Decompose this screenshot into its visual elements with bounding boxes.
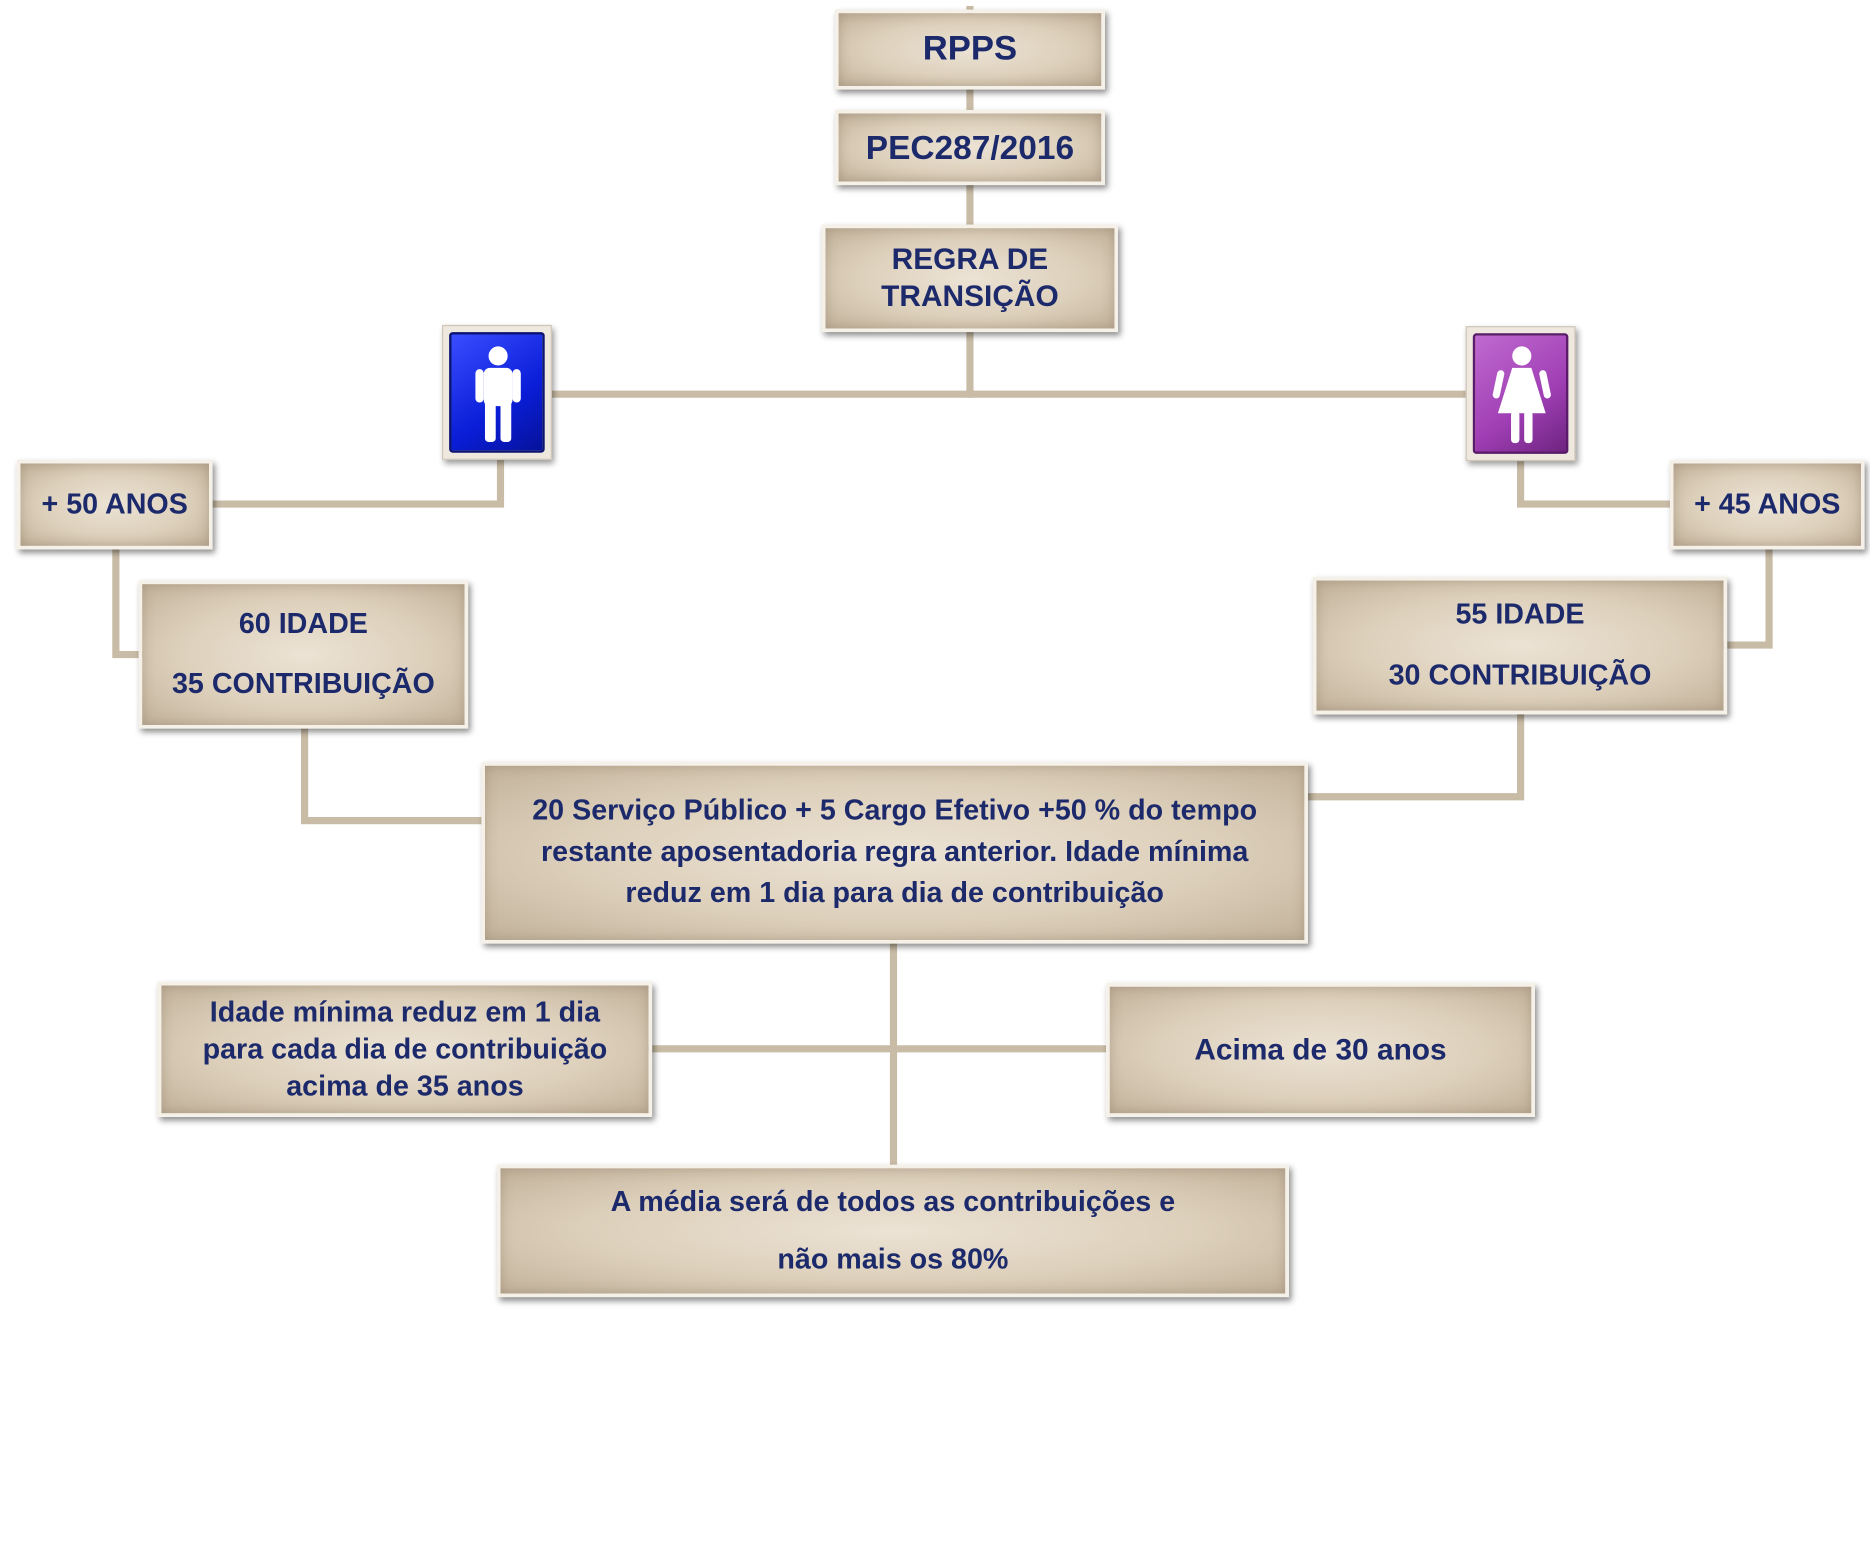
man-age-label: + 50 ANOS <box>41 487 188 521</box>
connector-woman-central <box>1302 710 1525 801</box>
female-icon-card <box>1465 326 1576 462</box>
pec-label: PEC287/2016 <box>865 128 1075 166</box>
regra-box: REGRA DE TRANSIÇÃO <box>821 224 1119 333</box>
female-figure-glyph <box>1492 346 1551 444</box>
male-figure-icon <box>449 332 545 453</box>
pec-box: PEC287/2016 <box>834 109 1105 186</box>
woman-req-age: 55 IDADE <box>1455 598 1585 631</box>
average-line-2: não mais os 80% <box>777 1242 1009 1276</box>
central-rule-line-2: restante aposentadoria regra anterior. I… <box>540 835 1249 868</box>
connector-woman-age <box>1517 456 1676 508</box>
woman-age-label: + 45 ANOS <box>1694 487 1841 521</box>
regra-line-2: TRANSIÇÃO <box>881 279 1059 313</box>
male-figure-glyph <box>475 346 521 442</box>
rpps-label: RPPS <box>922 29 1018 69</box>
average-line-1: A média será de todos as contribuições e <box>610 1185 1176 1218</box>
connector-man-age <box>209 456 505 508</box>
right-note-box: Acima de 30 anos <box>1106 983 1535 1117</box>
left-note-line-1: Idade mínima reduz em 1 dia <box>209 995 601 1029</box>
central-rule-line-1: 20 Serviço Público + 5 Cargo Efetivo +50… <box>532 794 1258 827</box>
man-req-contribution: 35 CONTRIBUIÇÃO <box>171 667 435 700</box>
man-requirements-box: 60 IDADE 35 CONTRIBUIÇÃO <box>138 580 469 729</box>
rpps-box: RPPS <box>834 9 1105 90</box>
female-figure-icon <box>1472 333 1569 454</box>
male-icon-card <box>441 324 552 460</box>
central-rule-box: 20 Serviço Público + 5 Cargo Efetivo +50… <box>481 762 1308 944</box>
woman-requirements-box: 55 IDADE 30 CONTRIBUIÇÃO <box>1312 576 1728 715</box>
regra-line-1: REGRA DE <box>891 242 1049 276</box>
man-age-box: + 50 ANOS <box>16 459 213 550</box>
left-note-line-3: acima de 35 anos <box>286 1070 524 1103</box>
connector-woman-req <box>1722 545 1773 649</box>
right-note-label: Acima de 30 anos <box>1194 1032 1447 1067</box>
left-note-line-2: para cada dia de contribuição <box>202 1033 608 1066</box>
connector-man-central <box>301 725 488 825</box>
connector-man-req <box>112 545 145 659</box>
average-box: A média será de todos as contribuições e… <box>496 1164 1289 1298</box>
central-rule-line-3: reduz em 1 dia para dia de contribuição <box>625 877 1164 910</box>
left-note-box: Idade mínima reduz em 1 dia para cada di… <box>157 981 653 1117</box>
man-req-age: 60 IDADE <box>238 607 368 640</box>
woman-age-box: + 45 ANOS <box>1669 459 1865 550</box>
connector-lines <box>112 5 1773 1169</box>
woman-req-contribution: 30 CONTRIBUIÇÃO <box>1388 658 1652 692</box>
